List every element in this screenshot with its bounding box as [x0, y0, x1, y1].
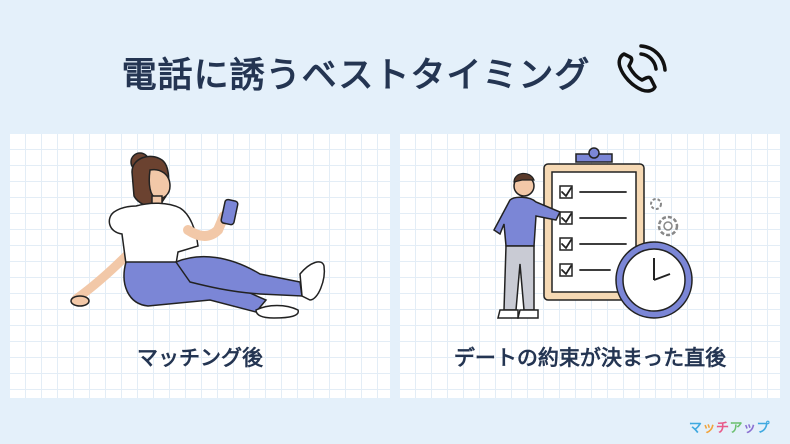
card-label-after-date-set: デートの約束が決まった直後: [453, 346, 727, 370]
header: 電話に誘うベストタイミング: [0, 42, 790, 102]
woman-with-phone-illustration: [70, 152, 326, 319]
brand-logo: マッチアップ: [688, 421, 770, 436]
page-title: 電話に誘うベストタイミング: [121, 55, 591, 96]
card-after-matching: マッチング後: [10, 134, 390, 398]
man-with-checklist-clock-illustration: [493, 147, 693, 319]
phone-icon: [617, 44, 668, 93]
card-label-after-matching: マッチング後: [137, 346, 263, 370]
card-after-date-set: デートの約束が決まった直後: [400, 134, 780, 398]
